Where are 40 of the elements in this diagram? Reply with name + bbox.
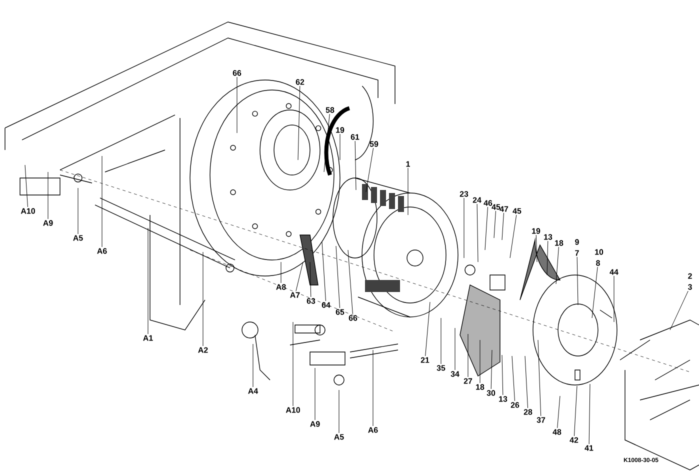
leader-line <box>502 354 504 396</box>
leader-line <box>314 368 316 420</box>
leader-line <box>310 262 312 298</box>
leader-line <box>574 386 578 436</box>
leader-line <box>592 266 598 318</box>
leader-line <box>476 204 478 262</box>
leader-line <box>512 356 515 402</box>
leader-line <box>280 262 282 284</box>
leader-line <box>538 340 542 416</box>
leader-line <box>292 322 294 406</box>
leader-line <box>536 234 538 262</box>
leader-line <box>24 164 28 208</box>
leader-line <box>366 148 374 192</box>
leader-line <box>338 390 340 434</box>
leader-line <box>670 290 688 330</box>
leader-line <box>252 344 254 388</box>
leader-line <box>556 246 559 284</box>
leader-line <box>296 262 304 292</box>
leader-line <box>510 214 517 258</box>
leader-line <box>336 246 340 308</box>
leader-line <box>324 114 330 172</box>
leader-line <box>546 240 548 276</box>
leader-line <box>440 318 442 364</box>
leader-line <box>490 350 492 390</box>
leader-line <box>202 252 204 346</box>
leader-line <box>236 76 238 134</box>
leader-line <box>425 302 430 356</box>
leader-line <box>588 384 590 444</box>
leader-line <box>454 328 456 370</box>
leader-line <box>322 242 326 302</box>
leader-line <box>576 256 578 306</box>
leader-line <box>372 350 374 426</box>
leader-line <box>557 396 560 428</box>
leader-line <box>348 250 353 314</box>
leader-line <box>524 356 528 408</box>
leader-line <box>298 86 300 160</box>
leader-line <box>484 206 488 250</box>
leader-line <box>502 212 504 240</box>
leader-line <box>494 210 496 238</box>
leader-line <box>354 140 356 190</box>
